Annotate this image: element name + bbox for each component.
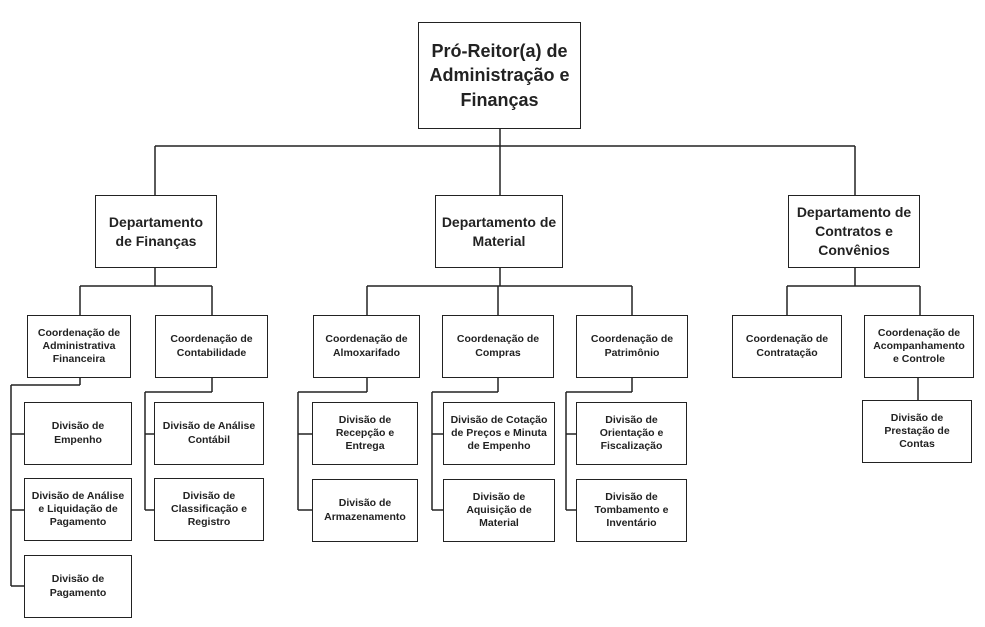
division-label: Divisão de Empenho	[51, 420, 105, 446]
coordination-label: Coordenação de Compras	[456, 333, 540, 359]
division-label: Divisão de Armazenamento	[324, 497, 406, 523]
root-node: Pró-Reitor(a) de Administração e Finança…	[418, 22, 581, 129]
division-node: Divisão de Armazenamento	[312, 479, 418, 542]
department-label: Departamento de Material	[441, 213, 557, 249]
division-node: Divisão de Classificação e Registro	[154, 478, 264, 541]
coordination-node: Coordenação de Contratação	[732, 315, 842, 378]
root-label: Pró-Reitor(a) de Administração e Finança…	[429, 41, 570, 110]
division-node: Divisão de Pagamento	[24, 555, 132, 618]
division-label: Divisão de Análise Contábil	[162, 420, 256, 446]
division-label: Divisão de Classificação e Registro	[171, 489, 247, 529]
division-node: Divisão de Análise Contábil	[154, 402, 264, 465]
division-node: Divisão de Análise e Liquidação de Pagam…	[24, 478, 132, 541]
department-node: Departamento de Contratos e Convênios	[788, 195, 920, 268]
coordination-node: Coordenação de Administrativa Financeira	[27, 315, 131, 378]
coordination-node: Coordenação de Compras	[442, 315, 554, 378]
coordination-label: Coordenação de Almoxarifado	[325, 333, 408, 359]
division-node: Divisão de Tombamento e Inventário	[576, 479, 687, 542]
division-label: Divisão de Pagamento	[49, 573, 107, 599]
division-label: Divisão de Prestação de Contas	[884, 411, 950, 451]
coordination-node: Coordenação de Almoxarifado	[313, 315, 420, 378]
department-node: Departamento de Material	[435, 195, 563, 268]
division-node: Divisão de Prestação de Contas	[862, 400, 972, 463]
division-node: Divisão de Cotação de Preços e Minuta de…	[443, 402, 555, 465]
division-label: Divisão de Cotação de Preços e Minuta de…	[450, 413, 548, 453]
coordination-label: Coordenação de Contratação	[745, 333, 829, 359]
department-label: Departamento de Finanças	[108, 213, 204, 249]
coordination-label: Coordenação de Patrimônio	[590, 333, 674, 359]
division-label: Divisão de Orientação e Fiscalização	[599, 413, 664, 453]
division-node: Divisão de Recepção e Entrega	[312, 402, 418, 465]
coordination-node: Coordenação de Acompanhamento e Controle	[864, 315, 974, 378]
coordination-node: Coordenação de Patrimônio	[576, 315, 688, 378]
division-node: Divisão de Aquisição de Material	[443, 479, 555, 542]
division-node: Divisão de Orientação e Fiscalização	[576, 402, 687, 465]
department-label: Departamento de Contratos e Convênios	[796, 204, 912, 258]
coordination-label: Coordenação de Administrativa Financeira	[37, 326, 121, 366]
division-label: Divisão de Aquisição de Material	[466, 490, 532, 530]
division-label: Divisão de Recepção e Entrega	[335, 413, 395, 453]
division-label: Divisão de Análise e Liquidação de Pagam…	[31, 489, 125, 529]
division-label: Divisão de Tombamento e Inventário	[594, 490, 669, 530]
division-node: Divisão de Empenho	[24, 402, 132, 465]
coordination-label: Coordenação de Acompanhamento e Controle	[873, 326, 965, 366]
department-node: Departamento de Finanças	[95, 195, 217, 268]
coordination-label: Coordenação de Contabilidade	[170, 333, 253, 359]
coordination-node: Coordenação de Contabilidade	[155, 315, 268, 378]
